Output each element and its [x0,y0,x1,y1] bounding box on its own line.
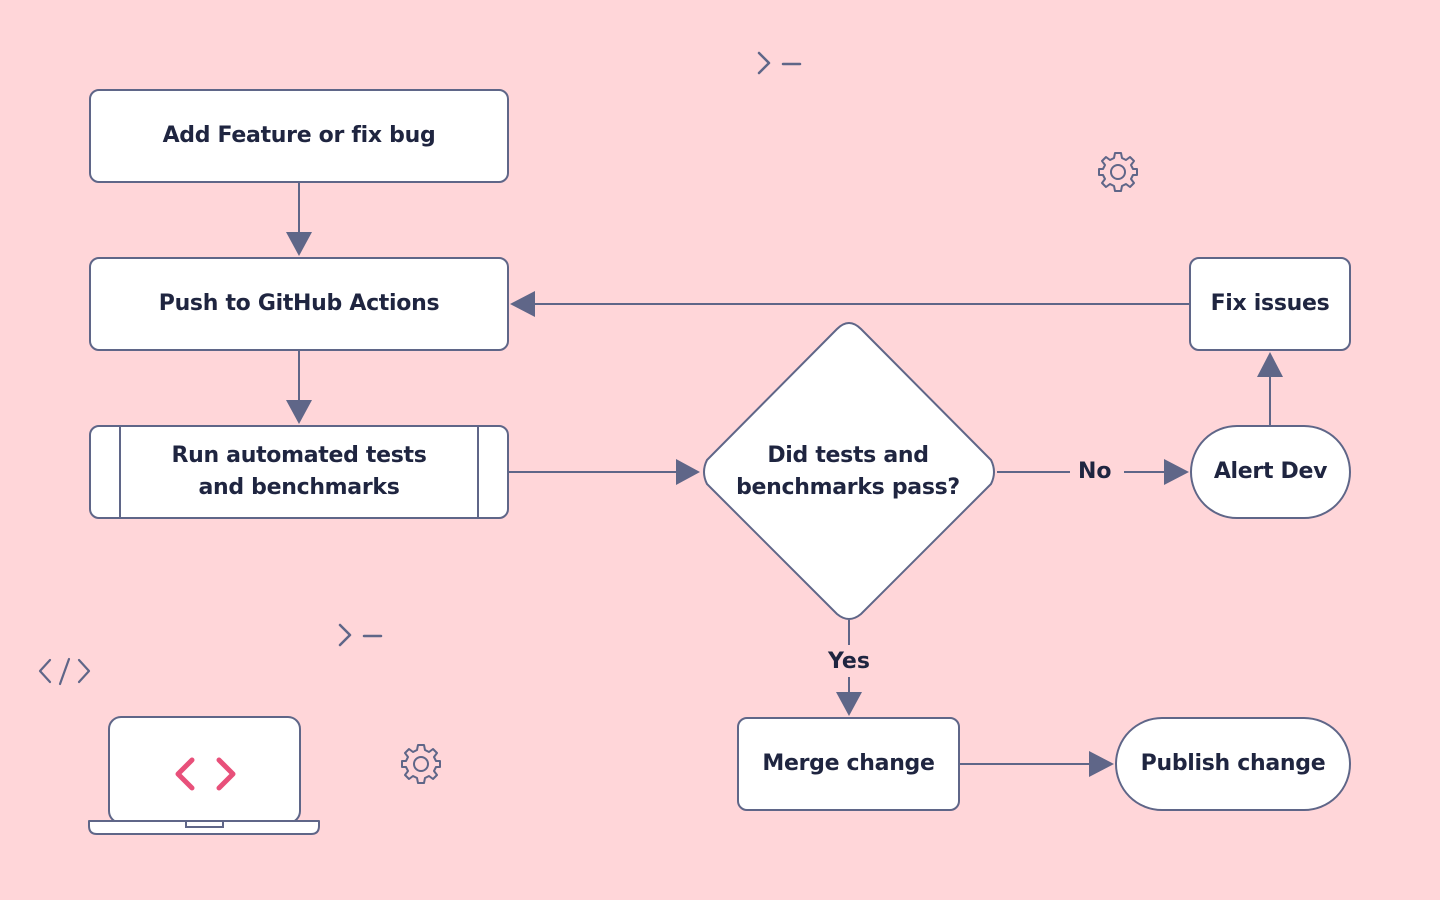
arrowhead-up [1257,352,1283,377]
terminal-prompt-icon [757,51,802,75]
node-add-feature: Add Feature or fix bug [89,89,509,183]
node-fix-issues: Fix issues [1189,257,1351,351]
node-publish-change: Publish change [1115,717,1351,811]
node-merge-change: Merge change [737,717,960,811]
node-run-tests: Run automated tests and benchmarks [89,425,509,519]
node-push-label: Push to GitHub Actions [158,291,440,316]
arrowhead-down [286,400,312,424]
arrowhead-down [286,232,312,256]
node-add-feature-label: Add Feature or fix bug [162,123,436,148]
arrowhead-right [1089,751,1114,777]
node-push-github-actions: Push to GitHub Actions [89,257,509,351]
code-brackets-icon [38,657,91,686]
decision-label: Did tests and benchmarks pass? [736,443,960,500]
arrowhead-down [836,692,862,716]
decision-diamond [703,321,995,620]
node-alert-dev: Alert Dev [1190,425,1351,519]
node-alert-dev-label: Alert Dev [1213,459,1328,484]
gear-icon [1098,152,1138,192]
node-fix-issues-label: Fix issues [1210,291,1330,316]
edge-label-no: No [1070,458,1120,486]
node-publish-label: Publish change [1140,751,1326,776]
laptop-icon [88,716,320,835]
node-merge-label: Merge change [762,751,935,776]
node-run-tests-label: Run automated tests and benchmarks [171,443,427,500]
arrowhead-right [1164,459,1189,485]
terminal-prompt-icon [338,623,383,647]
code-brackets-icon [175,757,236,791]
edge-label-yes: Yes [820,648,878,676]
arrowhead-right [676,459,700,485]
arrowhead-left [510,291,535,317]
gear-icon [401,744,441,784]
